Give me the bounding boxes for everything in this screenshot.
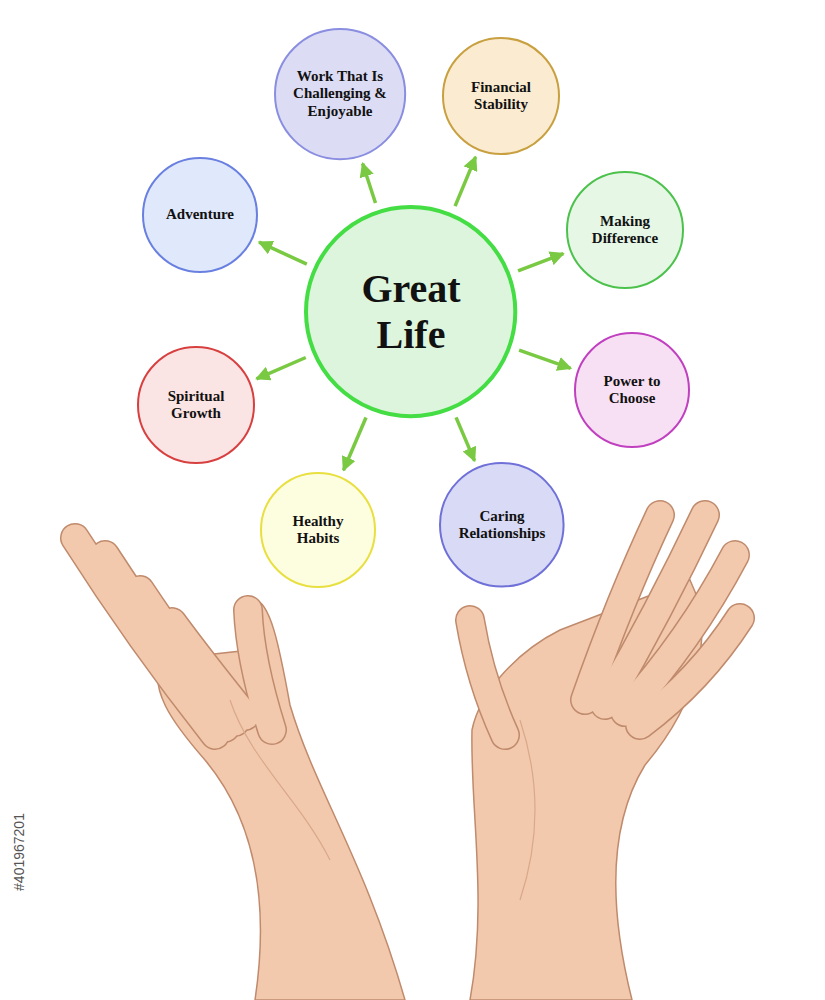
right-hand [470,515,740,1000]
arrow-connector [363,163,376,203]
center-circle: Great Life [304,205,517,418]
topic-label: Financial Stability [453,79,549,114]
arrow-connector [518,254,563,271]
topic-circle: Healthy Habits [260,472,376,588]
topic-label: Making Difference [577,213,673,248]
arrow-connector [259,242,307,264]
topic-circle: Financial Stability [442,37,560,155]
topic-label: Spiritual Growth [148,388,244,423]
watermark-id: #401967201 [11,813,27,891]
topic-label: Caring Relationships [450,508,554,543]
topic-circle: Making Difference [566,171,684,289]
topic-label: Work That Is Challenging & Enjoyable [288,68,392,120]
topic-label: Healthy Habits [278,513,358,548]
arrow-connector [519,350,571,368]
topic-circle: Spiritual Growth [137,346,255,464]
arrow-connector [257,358,306,379]
topic-circle: Work That Is Challenging & Enjoyable [274,28,406,160]
left-hand [75,538,405,1000]
topic-label: Power to Choose [602,373,662,408]
topic-circle: Adventure [142,157,258,273]
arrow-connector [344,417,367,470]
topic-circle: Caring Relationships [439,462,565,588]
topic-circle: Power to Choose [574,332,690,448]
arrow-connector [455,157,476,206]
center-title: Great Life [326,266,496,358]
topic-label: Adventure [166,206,234,223]
arrow-connector [456,417,475,460]
